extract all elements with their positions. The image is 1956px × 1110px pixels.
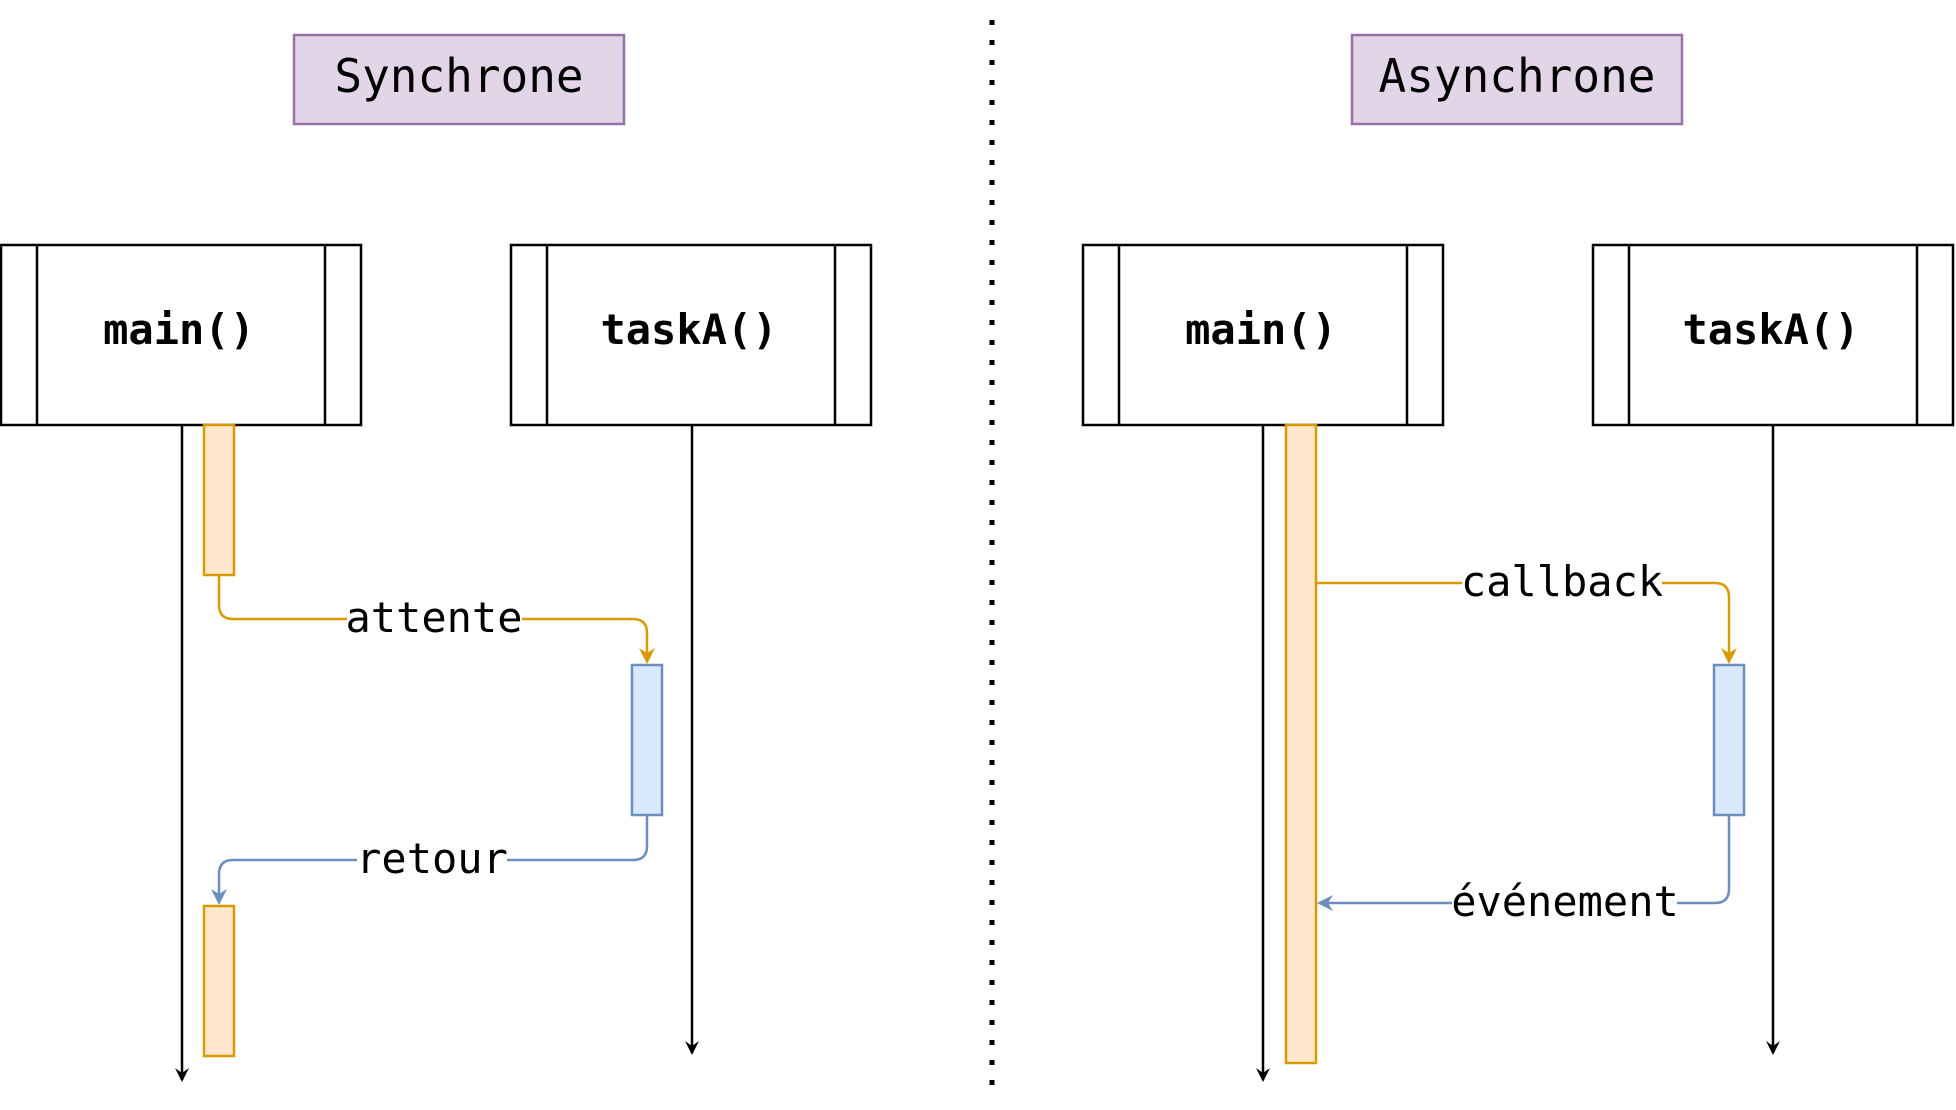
- title-asynchrone-label: Asynchrone: [1379, 49, 1656, 103]
- async-task-activation: [1712, 663, 1746, 817]
- async-main-label: main(): [1185, 305, 1337, 354]
- async-main-activation: [1284, 423, 1318, 1065]
- sync-main-process: main(): [0, 243, 363, 427]
- title-asynchrone: Asynchrone: [1350, 33, 1684, 126]
- sync-main-activation-1: [202, 423, 236, 577]
- async-return-arrow: [1317, 815, 1731, 911]
- sync-return-label: retour: [356, 834, 508, 883]
- async-call-arrow: [1316, 581, 1737, 664]
- title-synchrone-label: Synchrone: [334, 49, 583, 103]
- async-task-process: taskA(): [1591, 243, 1955, 427]
- sync-task-activation: [630, 663, 664, 817]
- sync-task-process: taskA(): [509, 243, 873, 427]
- async-return-label: événement: [1451, 877, 1679, 926]
- async-call-label: callback: [1461, 557, 1663, 606]
- async-main-process: main(): [1081, 243, 1445, 427]
- async-task-label: taskA(): [1682, 305, 1859, 354]
- title-synchrone: Synchrone: [292, 33, 626, 126]
- sync-main-label: main(): [103, 305, 255, 354]
- sync-main-activation-2: [202, 904, 236, 1058]
- sync-call-label: attente: [345, 593, 522, 642]
- sync-task-label: taskA(): [600, 305, 777, 354]
